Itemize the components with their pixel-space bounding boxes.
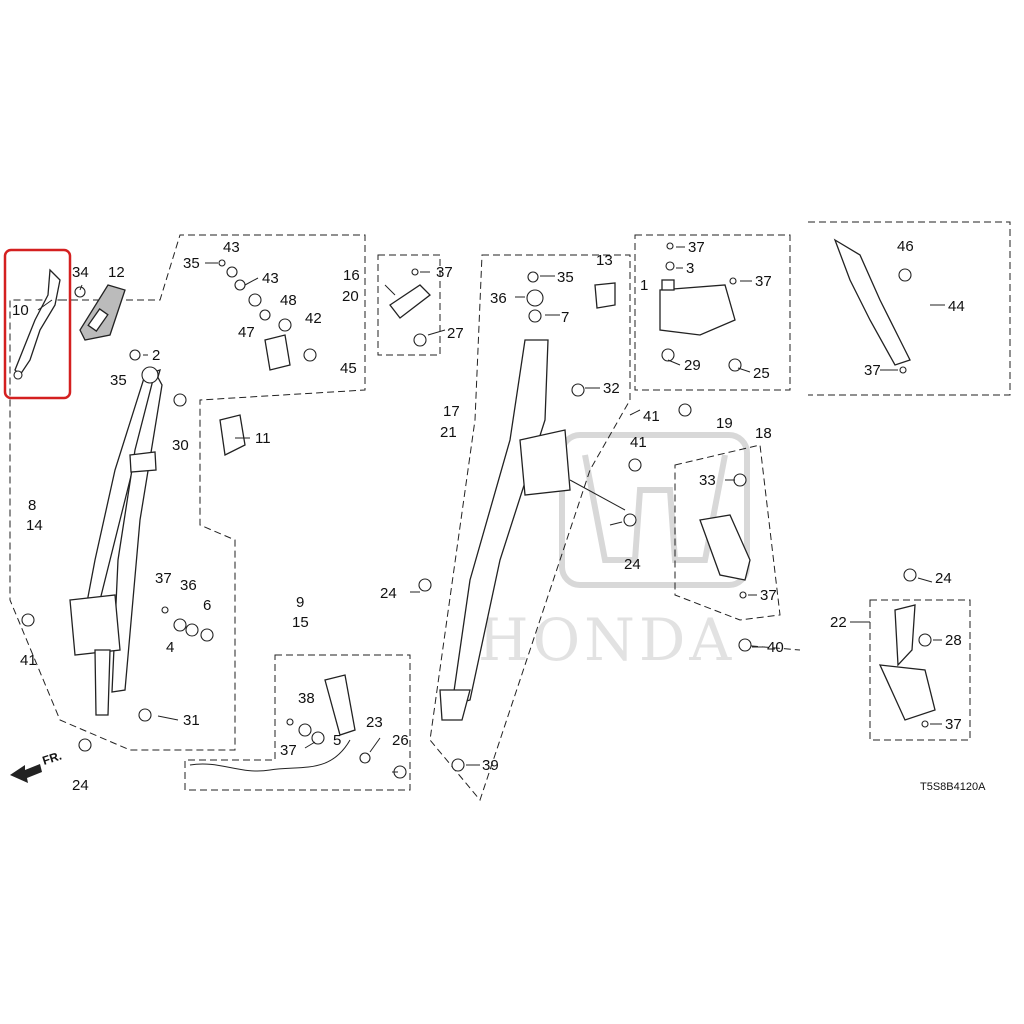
callout-35b: 35 (183, 255, 200, 272)
callout-11: 11 (255, 430, 271, 447)
callout-42: 42 (305, 310, 322, 327)
callout-37e: 37 (755, 273, 772, 290)
callout-labels: 10 34 12 2 35 30 11 43 35 43 48 47 42 45… (12, 238, 965, 794)
callout-15: 15 (292, 614, 309, 631)
callout-41b: 41 (643, 408, 660, 425)
callout-47: 47 (238, 324, 255, 341)
part-10-height-adjuster (13, 268, 61, 380)
callout-35: 35 (110, 372, 127, 389)
callout-44: 44 (948, 298, 965, 315)
callout-32: 32 (603, 380, 620, 397)
callout-13: 13 (596, 252, 613, 269)
part-19-retractor-group (659, 279, 736, 336)
callout-37g: 37 (864, 362, 881, 379)
callout-26: 26 (392, 732, 409, 749)
part-11-clip (219, 414, 246, 456)
callout-12: 12 (108, 264, 125, 281)
callout-36a: 36 (180, 577, 197, 594)
part-12-pillar-trim (79, 284, 126, 341)
callout-31: 31 (183, 712, 200, 729)
callout-37f: 37 (760, 587, 777, 604)
callout-4: 4 (166, 639, 174, 656)
part-44-bracket (833, 238, 911, 366)
fr-label: FR. (41, 749, 64, 768)
front-direction-marker: FR. (10, 749, 63, 783)
callout-39: 39 (482, 757, 499, 774)
callout-14: 14 (26, 517, 43, 534)
callout-43a: 43 (223, 239, 240, 256)
callout-25: 25 (753, 365, 770, 382)
callout-36b: 36 (490, 290, 507, 307)
callout-20: 20 (342, 288, 359, 305)
part-16-bracket (389, 284, 431, 347)
callout-29: 29 (684, 357, 701, 374)
part-anchor-group-top (218, 259, 292, 371)
callout-37h: 37 (945, 716, 962, 733)
callout-38: 38 (298, 690, 315, 707)
callout-9: 9 (296, 594, 304, 611)
bolts (21, 242, 932, 779)
part-9-buckle (189, 674, 356, 772)
watermark-text: HONDA (478, 606, 735, 674)
callout-8: 8 (28, 497, 36, 514)
callout-37a: 37 (155, 570, 172, 587)
callout-34: 34 (72, 264, 89, 281)
callout-3: 3 (686, 260, 694, 277)
highlight-box (3, 248, 72, 400)
callout-19: 19 (716, 415, 733, 432)
callout-43b: 43 (262, 270, 279, 287)
callout-6: 6 (203, 597, 211, 614)
callout-37c: 37 (436, 264, 453, 281)
callout-33: 33 (699, 472, 716, 489)
callout-18: 18 (755, 425, 772, 442)
callout-24a: 24 (72, 777, 89, 794)
callout-37d: 37 (688, 239, 705, 256)
group-outlines (9, 221, 1011, 802)
callout-21: 21 (440, 424, 457, 441)
callout-24c: 24 (624, 556, 641, 573)
callout-16: 16 (343, 267, 360, 284)
diagram-code: T5S8B4120A (920, 781, 986, 793)
callout-7: 7 (561, 309, 569, 326)
honda-watermark: HONDA (478, 432, 750, 674)
callout-27: 27 (447, 325, 464, 342)
callout-23: 23 (366, 714, 383, 731)
callout-10: 10 (12, 302, 29, 319)
callout-30: 30 (172, 437, 189, 454)
callout-41c: 41 (630, 434, 647, 451)
leader-lines (37, 246, 945, 773)
callout-46: 46 (897, 238, 914, 255)
callout-24b: 24 (380, 585, 397, 602)
part-22-buckle-rear (878, 604, 936, 721)
callout-22: 22 (830, 614, 847, 631)
callout-17: 17 (443, 403, 460, 420)
callout-45: 45 (340, 360, 357, 377)
callout-48: 48 (280, 292, 297, 309)
callout-24d: 24 (935, 570, 952, 587)
part-17-center-seatbelt (439, 271, 616, 721)
callout-37b: 37 (280, 742, 297, 759)
part-front-seatbelt-left (69, 366, 163, 716)
callout-35c: 35 (557, 269, 574, 286)
callout-40: 40 (767, 639, 784, 656)
callout-2: 2 (152, 347, 160, 364)
callout-28: 28 (945, 632, 962, 649)
callout-5: 5 (333, 732, 341, 749)
callout-1: 1 (640, 277, 648, 294)
part-18-guide (699, 514, 751, 581)
callout-41a: 41 (20, 652, 37, 669)
